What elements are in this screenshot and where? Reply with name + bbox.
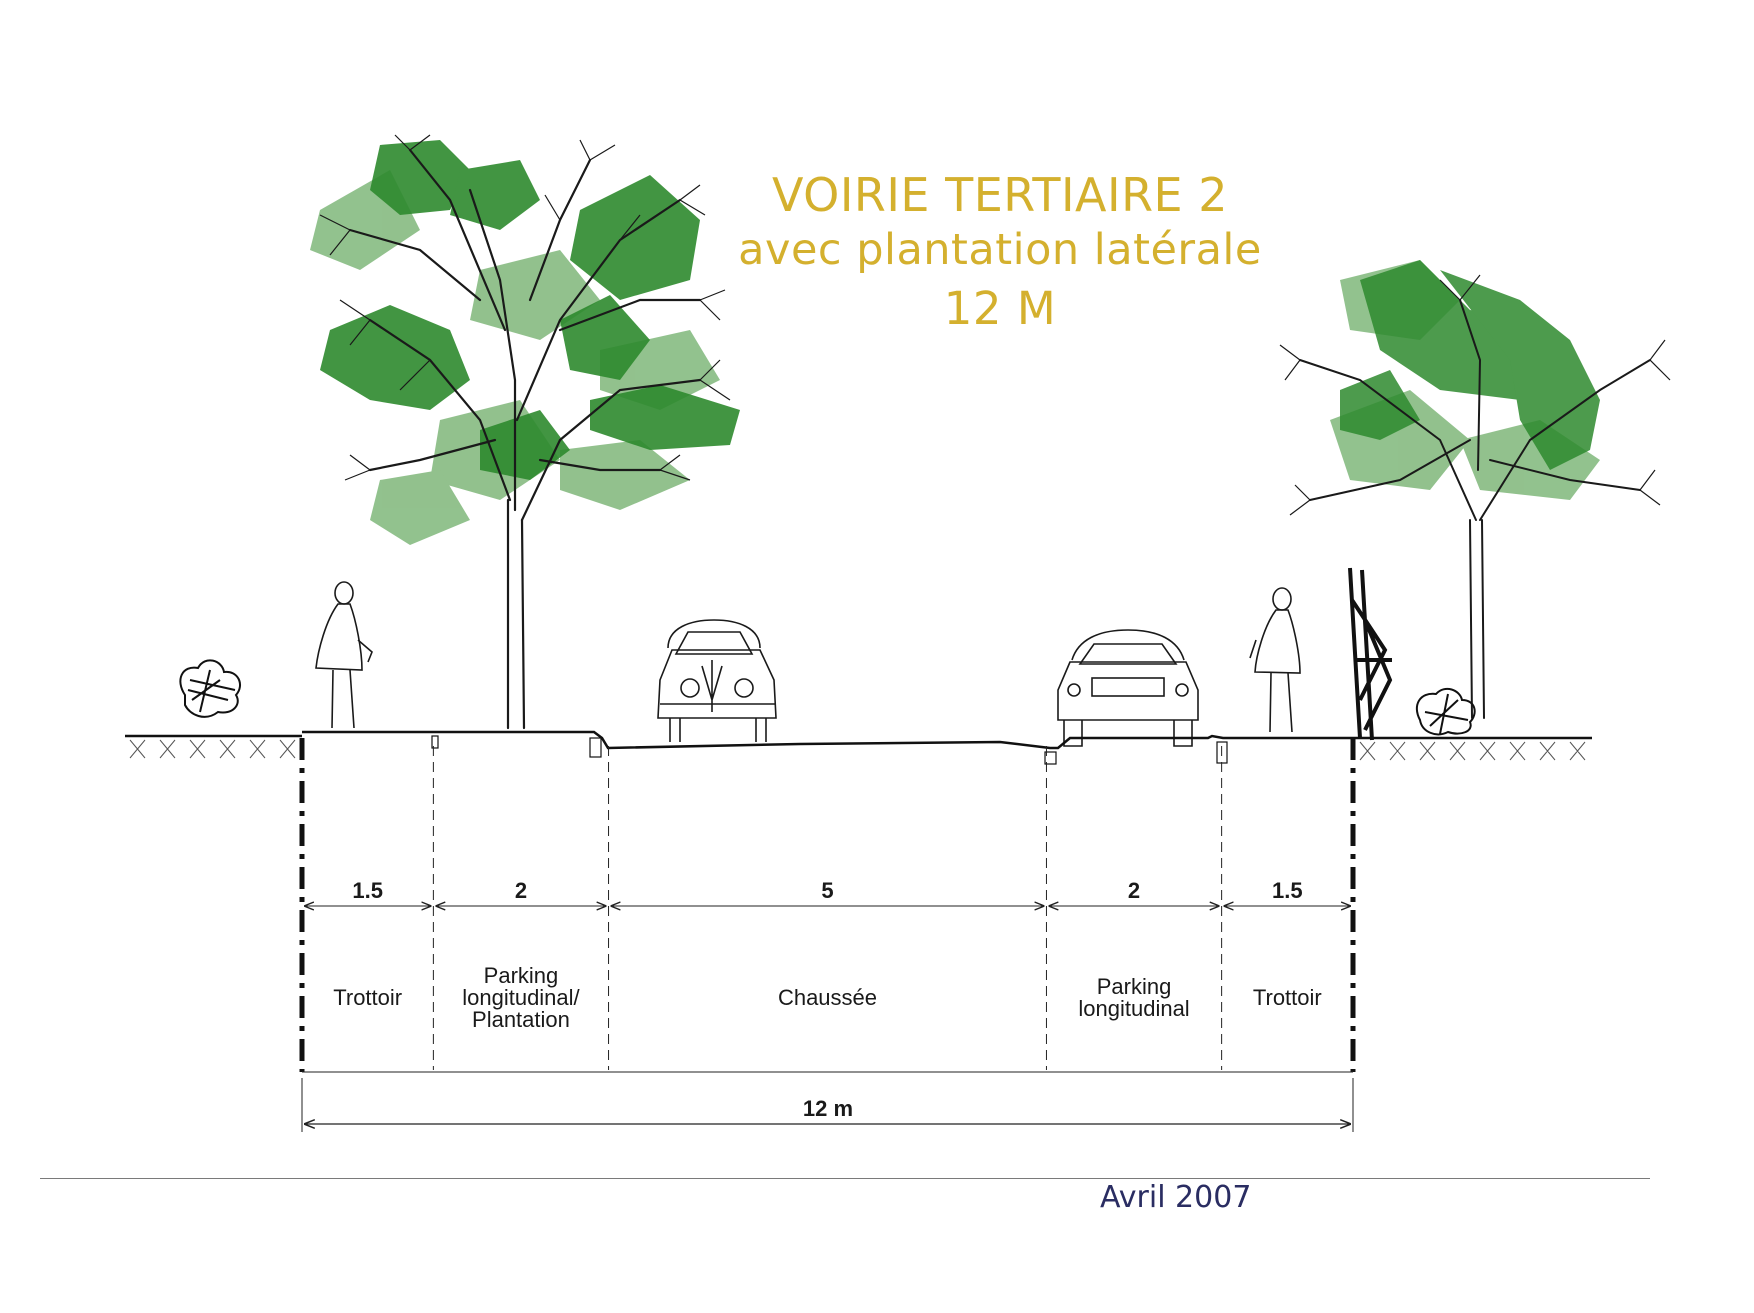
- segment-width-label: 2: [514, 878, 528, 903]
- car-right-icon: [1057, 629, 1199, 747]
- footer-rule: [40, 1178, 1650, 1179]
- car-left-icon: [657, 619, 777, 742]
- segment-name-label: Trottoir: [333, 985, 403, 1010]
- segment-width-label: 5: [821, 878, 834, 903]
- right-shrub-icon: [1415, 687, 1476, 736]
- segment-name-label: Chaussée: [777, 985, 878, 1010]
- title-line-1: VOIRIE TERTIAIRE 2: [771, 168, 1229, 222]
- total-width-label: 12 m: [802, 1096, 854, 1121]
- hedge-icon: [1348, 567, 1393, 741]
- left-shrub-icon: [179, 659, 241, 718]
- pedestrian-left-icon: [315, 581, 373, 729]
- segment-width-label: 1.5: [352, 878, 383, 903]
- segment-width-label: 2: [1127, 878, 1141, 903]
- segment-dividers: [432, 746, 1223, 1070]
- title-line-2: avec plantation latérale: [738, 225, 1262, 275]
- soil-hatching-right: [1359, 741, 1586, 761]
- footer-date: Avril 2007: [1100, 1180, 1252, 1215]
- pedestrian-right-icon: [1249, 587, 1301, 733]
- right-tree-icon: [1279, 260, 1671, 719]
- left-tree-icon: [310, 134, 740, 730]
- soil-hatching-left: [129, 739, 296, 759]
- segment-name-label: Trottoir: [1252, 985, 1322, 1010]
- title-line-3: 12 M: [943, 282, 1057, 335]
- ground-profile: [125, 730, 1592, 765]
- segment-width-label: 1.5: [1272, 878, 1303, 903]
